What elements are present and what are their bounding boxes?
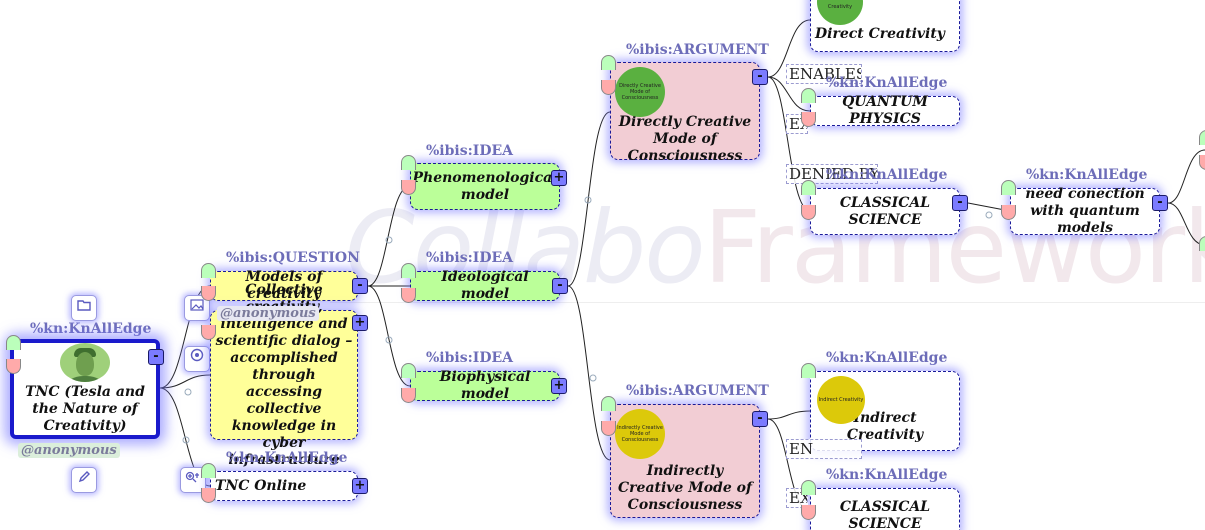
vote-up-button[interactable]: [201, 463, 216, 478]
indirectly-creative-image: Indirectly Creative Mode of Consciousnes…: [615, 409, 665, 459]
node-directly-creative-mode[interactable]: Directly Creative Mode of Consciousness …: [610, 62, 760, 164]
vote-up-button[interactable]: [1199, 130, 1205, 145]
vote-down-button[interactable]: [801, 205, 816, 220]
type-label-kn-edge: %kn:KnAllEdge: [826, 75, 948, 91]
edge-label-denied-by[interactable]: DENIED BY: [786, 164, 878, 184]
type-label-idea: %ibis:IDEA: [426, 350, 514, 366]
vote-down-button[interactable]: [201, 488, 216, 503]
collapse-toggle[interactable]: -: [952, 195, 968, 211]
watermark-underline: [330, 302, 1205, 303]
collapse-toggle[interactable]: -: [352, 278, 368, 294]
type-label-argument: %ibis:ARGUMENT: [626, 383, 769, 399]
node-label: TNC (Tesla and the Nature of Creativity): [25, 384, 145, 434]
folder-icon[interactable]: [71, 295, 97, 321]
vote-up-button[interactable]: [1199, 236, 1205, 251]
node-label: Direct Creativity: [815, 26, 945, 42]
node-label: Phenomenological model: [412, 169, 558, 203]
node-label: Ideological model: [441, 269, 529, 302]
node-label: TNC Online: [215, 477, 307, 494]
vote-down-button[interactable]: [6, 359, 21, 374]
vote-up-button[interactable]: [801, 363, 816, 378]
vote-down-button[interactable]: [401, 288, 416, 303]
node-classical-science[interactable]: CLASSICAL SCIENCE: [810, 188, 960, 235]
type-label-question: %ibis:QUESTION: [226, 250, 360, 266]
vote-up-button[interactable]: [6, 335, 21, 350]
type-label-idea: %ibis:IDEA: [426, 143, 514, 159]
node-label: CLASSICAL SCIENCE: [839, 194, 931, 228]
vote-up-button[interactable]: [1001, 180, 1016, 195]
node-label: QUANTUM PHYSICS: [842, 94, 928, 127]
node-indirectly-creative-mode[interactable]: Indirectly Creative Mode of Consciousnes…: [610, 404, 760, 518]
expand-toggle[interactable]: +: [352, 478, 368, 494]
vote-up-button[interactable]: [201, 263, 216, 278]
node-collective-creativity[interactable]: Collective creativity, intelligence and …: [210, 282, 358, 468]
node-quantum-physics[interactable]: QUANTUM PHYSICS: [810, 94, 960, 127]
node-tnc-online[interactable]: TNC Online: [210, 471, 358, 501]
node-root-tnc[interactable]: TNC (Tesla and the Nature of Creativity): [10, 339, 160, 439]
author-tag: @anonymous: [217, 306, 319, 321]
collapse-toggle[interactable]: -: [752, 69, 768, 85]
type-label-kn-edge: %kn:KnAllEdge: [826, 350, 948, 366]
tesla-portrait-image: [60, 343, 110, 382]
node-ideological-model[interactable]: Ideological model: [410, 269, 560, 302]
node-label: Models of creativity: [245, 269, 323, 302]
vote-down-button[interactable]: [601, 421, 616, 436]
direct-creativity-image: Creativity: [817, 0, 863, 25]
node-phenomenological-model[interactable]: Phenomenological model: [410, 163, 560, 210]
vote-down-button[interactable]: [801, 112, 816, 127]
vote-up-button[interactable]: [801, 88, 816, 103]
vote-down-button[interactable]: [601, 80, 616, 95]
edge-label-enables[interactable]: ENABLES: [786, 64, 862, 84]
type-label-kn-edge: %kn:KnAllEdge: [826, 167, 948, 183]
vote-up-button[interactable]: [401, 263, 416, 278]
expand-toggle[interactable]: +: [551, 378, 567, 394]
vote-down-button[interactable]: [201, 325, 216, 340]
type-label-idea: %ibis:IDEA: [426, 250, 514, 266]
node-label: Indirectly Creative Mode of Consciousnes…: [618, 462, 752, 513]
vote-up-button[interactable]: [401, 363, 416, 378]
node-label: Biophysical model: [439, 369, 531, 402]
collapse-toggle[interactable]: -: [752, 411, 768, 427]
vote-down-button[interactable]: [401, 388, 416, 403]
vote-down-button[interactable]: [401, 180, 416, 195]
node-label: CLASSICAL SCIENCE: [839, 499, 931, 530]
pencil-icon[interactable]: [71, 467, 97, 493]
node-label: Indirect Creativity: [846, 410, 924, 443]
collapse-toggle[interactable]: -: [552, 278, 568, 294]
type-label-kn-edge: %kn:KnAllEdge: [30, 321, 152, 337]
node-label: Directly Creative Mode of Consciousness: [618, 113, 752, 164]
node-label: need conection with quantum models: [1025, 186, 1145, 236]
node-classical-science-2[interactable]: CLASSICAL SCIENCE: [810, 488, 960, 530]
type-label-kn-edge: %kn:KnAllEdge: [226, 450, 348, 466]
type-label-kn-edge: %kn:KnAllEdge: [1026, 167, 1148, 183]
author-tag: @anonymous: [18, 443, 120, 458]
vote-down-button[interactable]: [201, 286, 216, 301]
expand-toggle[interactable]: +: [551, 170, 567, 186]
collapse-toggle[interactable]: -: [1152, 195, 1168, 211]
type-label-argument: %ibis:ARGUMENT: [626, 42, 769, 58]
vote-up-button[interactable]: [801, 480, 816, 495]
node-need-connection[interactable]: need conection with quantum models: [1010, 186, 1160, 236]
add-circle-icon[interactable]: [184, 346, 210, 372]
edge-label-en[interactable]: EN: [786, 439, 862, 459]
vote-down-button[interactable]: [801, 505, 816, 520]
vote-up-button[interactable]: [601, 55, 616, 70]
vote-up-button[interactable]: [801, 180, 816, 195]
vote-up-button[interactable]: [401, 155, 416, 170]
expand-toggle[interactable]: +: [352, 315, 368, 331]
collapse-toggle[interactable]: -: [148, 349, 164, 365]
vote-down-button[interactable]: [1001, 205, 1016, 220]
node-biophysical-model[interactable]: Biophysical model: [410, 369, 560, 402]
type-label-kn-edge: %kn:KnAllEdge: [826, 467, 948, 483]
indirect-creativity-image: Indirect Creativity: [817, 376, 865, 424]
node-direct-creativity[interactable]: Creativity Direct Creativity: [810, 0, 960, 52]
node-indirect-creativity[interactable]: Indirect Creativity Indirect Creativity: [810, 371, 960, 451]
directly-creative-image: Directly Creative Mode of Consciousness: [615, 67, 665, 117]
vote-up-button[interactable]: [601, 396, 616, 411]
